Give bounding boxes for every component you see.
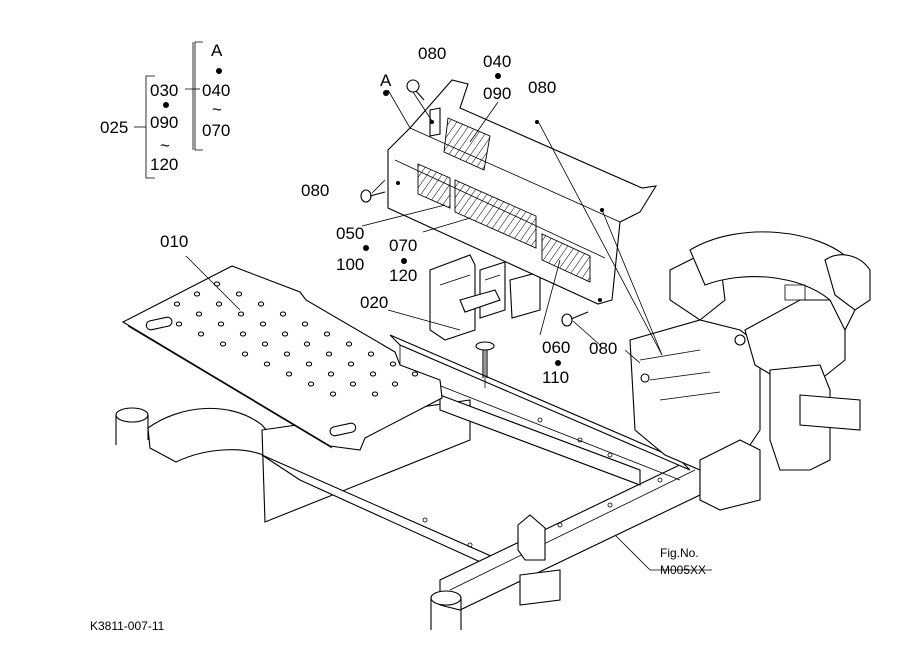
label-080-top: 080 xyxy=(418,44,446,63)
fig-number: M005XX xyxy=(660,563,706,577)
bolt-bottom xyxy=(561,311,589,327)
label-030: 030 xyxy=(150,81,178,100)
label-110: 110 xyxy=(542,368,569,387)
plate-hole xyxy=(279,311,287,317)
drawing-id: K3811-007-11 xyxy=(90,619,165,633)
plate-hole xyxy=(259,321,267,327)
label-120: 120 xyxy=(389,266,417,285)
plate-hole xyxy=(193,291,201,297)
plate-hole xyxy=(371,391,379,397)
label-040: 040 xyxy=(483,52,511,71)
plate-hole xyxy=(369,371,377,377)
plate-hole xyxy=(195,311,203,317)
part-labels: 025 030 090 ~ 120 A 040 ~ 070 A 080 040 … xyxy=(100,41,617,387)
plate-hole xyxy=(303,341,311,347)
plate-hole xyxy=(391,381,399,387)
plate-hole xyxy=(345,341,353,347)
bolt-top xyxy=(406,79,425,101)
plate-hole xyxy=(197,331,205,337)
cover-panel xyxy=(387,79,658,305)
label-range-tilde-2: ~ xyxy=(212,100,222,119)
label-ref-a-group: A xyxy=(211,41,223,60)
plate-hole xyxy=(175,321,183,327)
plate-hole xyxy=(411,371,419,377)
label-060: 060 xyxy=(542,338,570,357)
label-080-bottom: 080 xyxy=(589,339,617,358)
label-080-right: 080 xyxy=(528,78,556,97)
plate-hole xyxy=(323,331,331,337)
plate-hole xyxy=(389,361,397,367)
plate-hole xyxy=(235,291,243,297)
plate-hole xyxy=(257,301,265,307)
assembly-bracket xyxy=(134,41,203,179)
step-plate xyxy=(121,265,443,451)
plate-hole xyxy=(173,301,181,307)
plate-hole xyxy=(347,361,355,367)
label-070: 070 xyxy=(389,236,417,255)
label-025: 025 xyxy=(100,118,128,137)
label-120-group: 120 xyxy=(150,155,178,174)
plate-hole xyxy=(325,351,333,357)
plate-hole xyxy=(307,381,315,387)
plate-hole xyxy=(305,361,313,367)
plate-hole xyxy=(285,371,293,377)
plate-hole xyxy=(301,321,309,327)
plate-hole xyxy=(349,381,357,387)
label-100: 100 xyxy=(336,255,364,274)
label-020: 020 xyxy=(360,293,388,312)
label-040-group: 040 xyxy=(202,81,230,100)
plate-hole xyxy=(327,371,335,377)
plate-hole xyxy=(367,351,375,357)
leader-lines xyxy=(185,89,712,571)
step-plate-holes xyxy=(173,281,419,397)
label-range-tilde: ~ xyxy=(160,136,170,155)
label-090: 090 xyxy=(483,84,511,103)
plate-hole xyxy=(261,341,269,347)
label-050: 050 xyxy=(336,224,364,243)
label-ref-a-panel: A xyxy=(380,71,392,90)
plate-hole xyxy=(217,321,225,327)
bolt-right xyxy=(535,120,539,124)
plate-hole xyxy=(215,301,223,307)
plate-hole xyxy=(219,341,227,347)
fig-caption: Fig.No. xyxy=(660,546,699,560)
bolt-left xyxy=(360,189,386,203)
plate-hole xyxy=(239,331,247,337)
label-070-group: 070 xyxy=(202,121,230,140)
plate-hole xyxy=(237,311,245,317)
plate-hole xyxy=(329,391,337,397)
pin xyxy=(475,341,495,378)
bracket xyxy=(429,254,541,341)
plate-hole xyxy=(263,361,271,367)
frame-assembly xyxy=(115,231,871,630)
label-010: 010 xyxy=(160,232,188,251)
label-090-group: 090 xyxy=(150,113,178,132)
plate-hole xyxy=(283,351,291,357)
plate-hole xyxy=(281,331,289,337)
label-080-left: 080 xyxy=(301,181,329,200)
plate-hole xyxy=(241,351,249,357)
